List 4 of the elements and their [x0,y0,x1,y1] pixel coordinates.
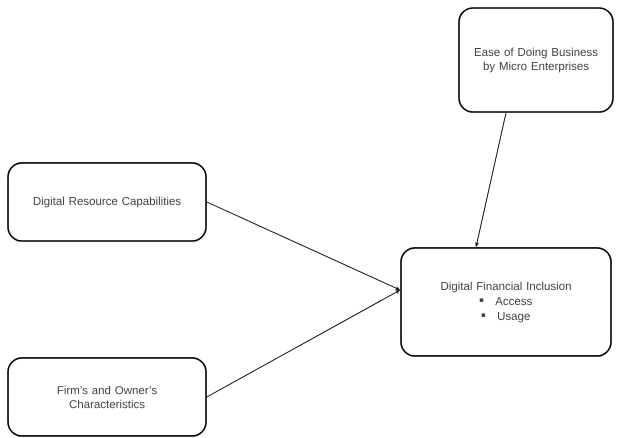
process-box: Ease of Doing Business by Micro Enterprises [458,7,614,113]
process-box: Firm’s and Owner’s Characteristics [7,357,207,437]
process-box: Digital Resource Capabilities [7,162,207,242]
process-box: Digital Financial Inclusion Access Usage [400,247,612,357]
